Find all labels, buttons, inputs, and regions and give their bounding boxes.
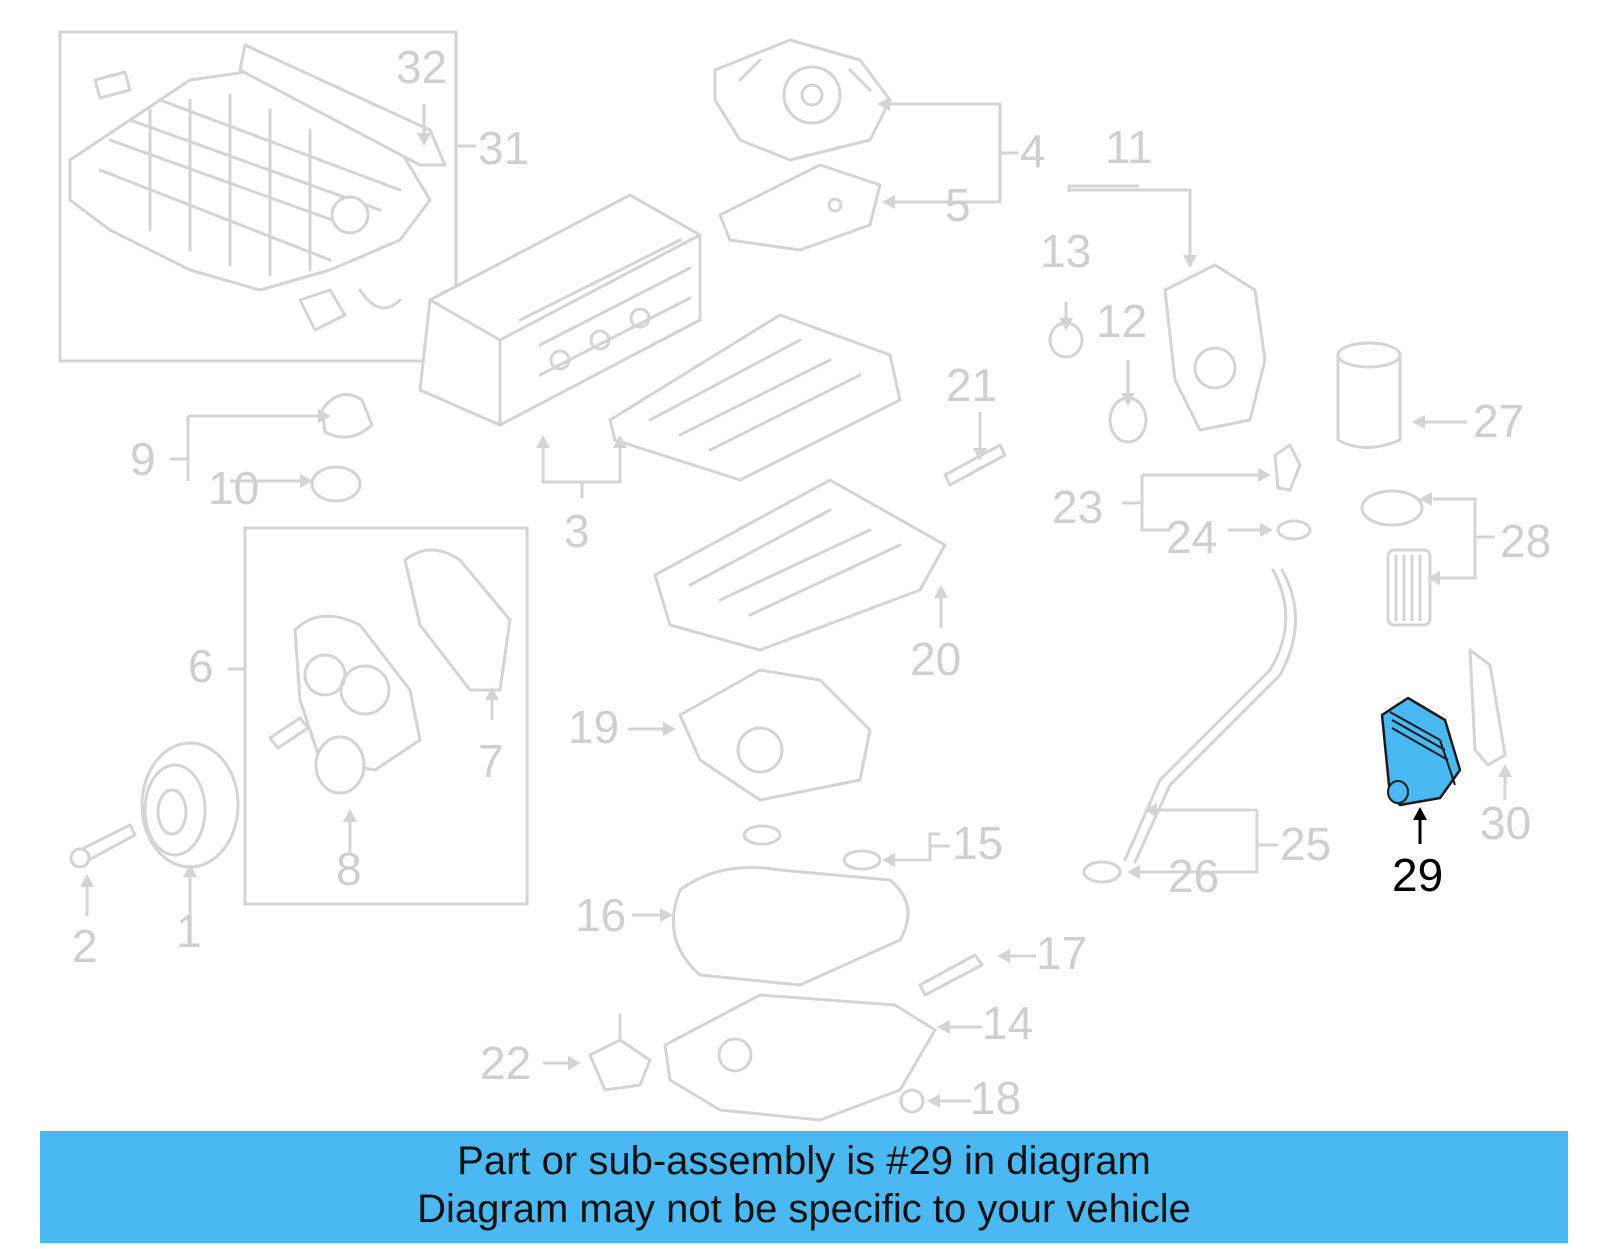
callout-32: 32 xyxy=(396,41,448,93)
intake-group-box xyxy=(58,30,458,363)
callout-4: 4 xyxy=(1020,125,1046,177)
callout-3: 3 xyxy=(564,505,590,557)
oil-cooler-highlighted xyxy=(1380,696,1462,807)
front-timing-cover xyxy=(1163,263,1267,432)
timing-cover-gasket xyxy=(403,548,512,692)
dipstick-cap xyxy=(1273,443,1302,492)
intake-manifold xyxy=(68,68,432,332)
callout-8: 8 xyxy=(336,843,362,895)
sealant-tube-2 xyxy=(918,953,984,997)
callout-23: 23 xyxy=(1052,481,1104,533)
callout-28: 28 xyxy=(1500,515,1552,567)
callout-22: 22 xyxy=(480,1037,532,1089)
callout-24: 24 xyxy=(1166,511,1218,563)
oil-pan-gasket xyxy=(671,866,910,987)
callout-6: 6 xyxy=(188,640,214,692)
callout-20: 20 xyxy=(910,633,962,685)
callout-17: 17 xyxy=(1036,927,1088,979)
callout-27: 27 xyxy=(1473,395,1525,447)
info-banner: Part or sub-assembly is #29 in diagram D… xyxy=(40,1131,1568,1243)
callout-31: 31 xyxy=(478,122,530,174)
dipstick-tube xyxy=(1123,568,1288,862)
drain-plug xyxy=(899,1088,925,1114)
leader-29 xyxy=(1413,807,1427,844)
o-ring-a xyxy=(742,824,782,846)
callout-18: 18 xyxy=(970,1072,1022,1124)
callout-12: 12 xyxy=(1096,295,1148,347)
callout-13: 13 xyxy=(1040,225,1092,277)
cylinder-head xyxy=(418,193,902,482)
callout-11: 11 xyxy=(1105,121,1153,173)
filter-seal xyxy=(1360,489,1424,527)
intake-gasket xyxy=(238,43,447,167)
banner-bg xyxy=(40,1131,1568,1243)
callout-2: 2 xyxy=(72,920,98,972)
filter-element xyxy=(1386,548,1432,627)
callout-30: 30 xyxy=(1480,797,1532,849)
callout-16: 16 xyxy=(575,889,627,941)
callout-9: 9 xyxy=(130,433,156,485)
tube-o-ring xyxy=(1082,860,1122,884)
upper-timing-housing xyxy=(713,38,892,162)
callout-5: 5 xyxy=(945,179,971,231)
o-ring-b xyxy=(842,849,882,871)
cover-bolt xyxy=(268,716,310,750)
dipstick-seal xyxy=(1276,519,1312,541)
callout-10: 10 xyxy=(208,462,260,514)
callout-19: 19 xyxy=(568,701,620,753)
crank-seal xyxy=(314,735,366,795)
cap-seal xyxy=(310,465,362,503)
callout-7: 7 xyxy=(478,735,504,787)
crankshaft-pulley xyxy=(140,741,240,869)
timing-cover-group-box xyxy=(243,526,529,906)
upper-oil-pan xyxy=(653,478,947,652)
callout-25: 25 xyxy=(1280,818,1332,870)
lower-oil-pan xyxy=(663,993,937,1122)
oil-level-sensor xyxy=(588,1013,652,1092)
callout-1: 1 xyxy=(176,905,202,957)
callout-14: 14 xyxy=(982,997,1034,1049)
callout-21: 21 xyxy=(946,359,998,411)
oil-filter xyxy=(1336,341,1402,449)
callout-26: 26 xyxy=(1168,850,1220,902)
timing-housing-gasket xyxy=(718,163,882,252)
leader-lines xyxy=(80,97,1512,1108)
callout-29-selected: 29 xyxy=(1392,849,1444,901)
banner-line-1: Part or sub-assembly is #29 in diagram xyxy=(457,1139,1151,1183)
callout-15: 15 xyxy=(952,817,1004,869)
oil-filler-cap xyxy=(320,392,374,439)
cooler-gasket xyxy=(1468,648,1507,767)
banner-line-2: Diagram may not be specific to your vehi… xyxy=(417,1187,1191,1231)
